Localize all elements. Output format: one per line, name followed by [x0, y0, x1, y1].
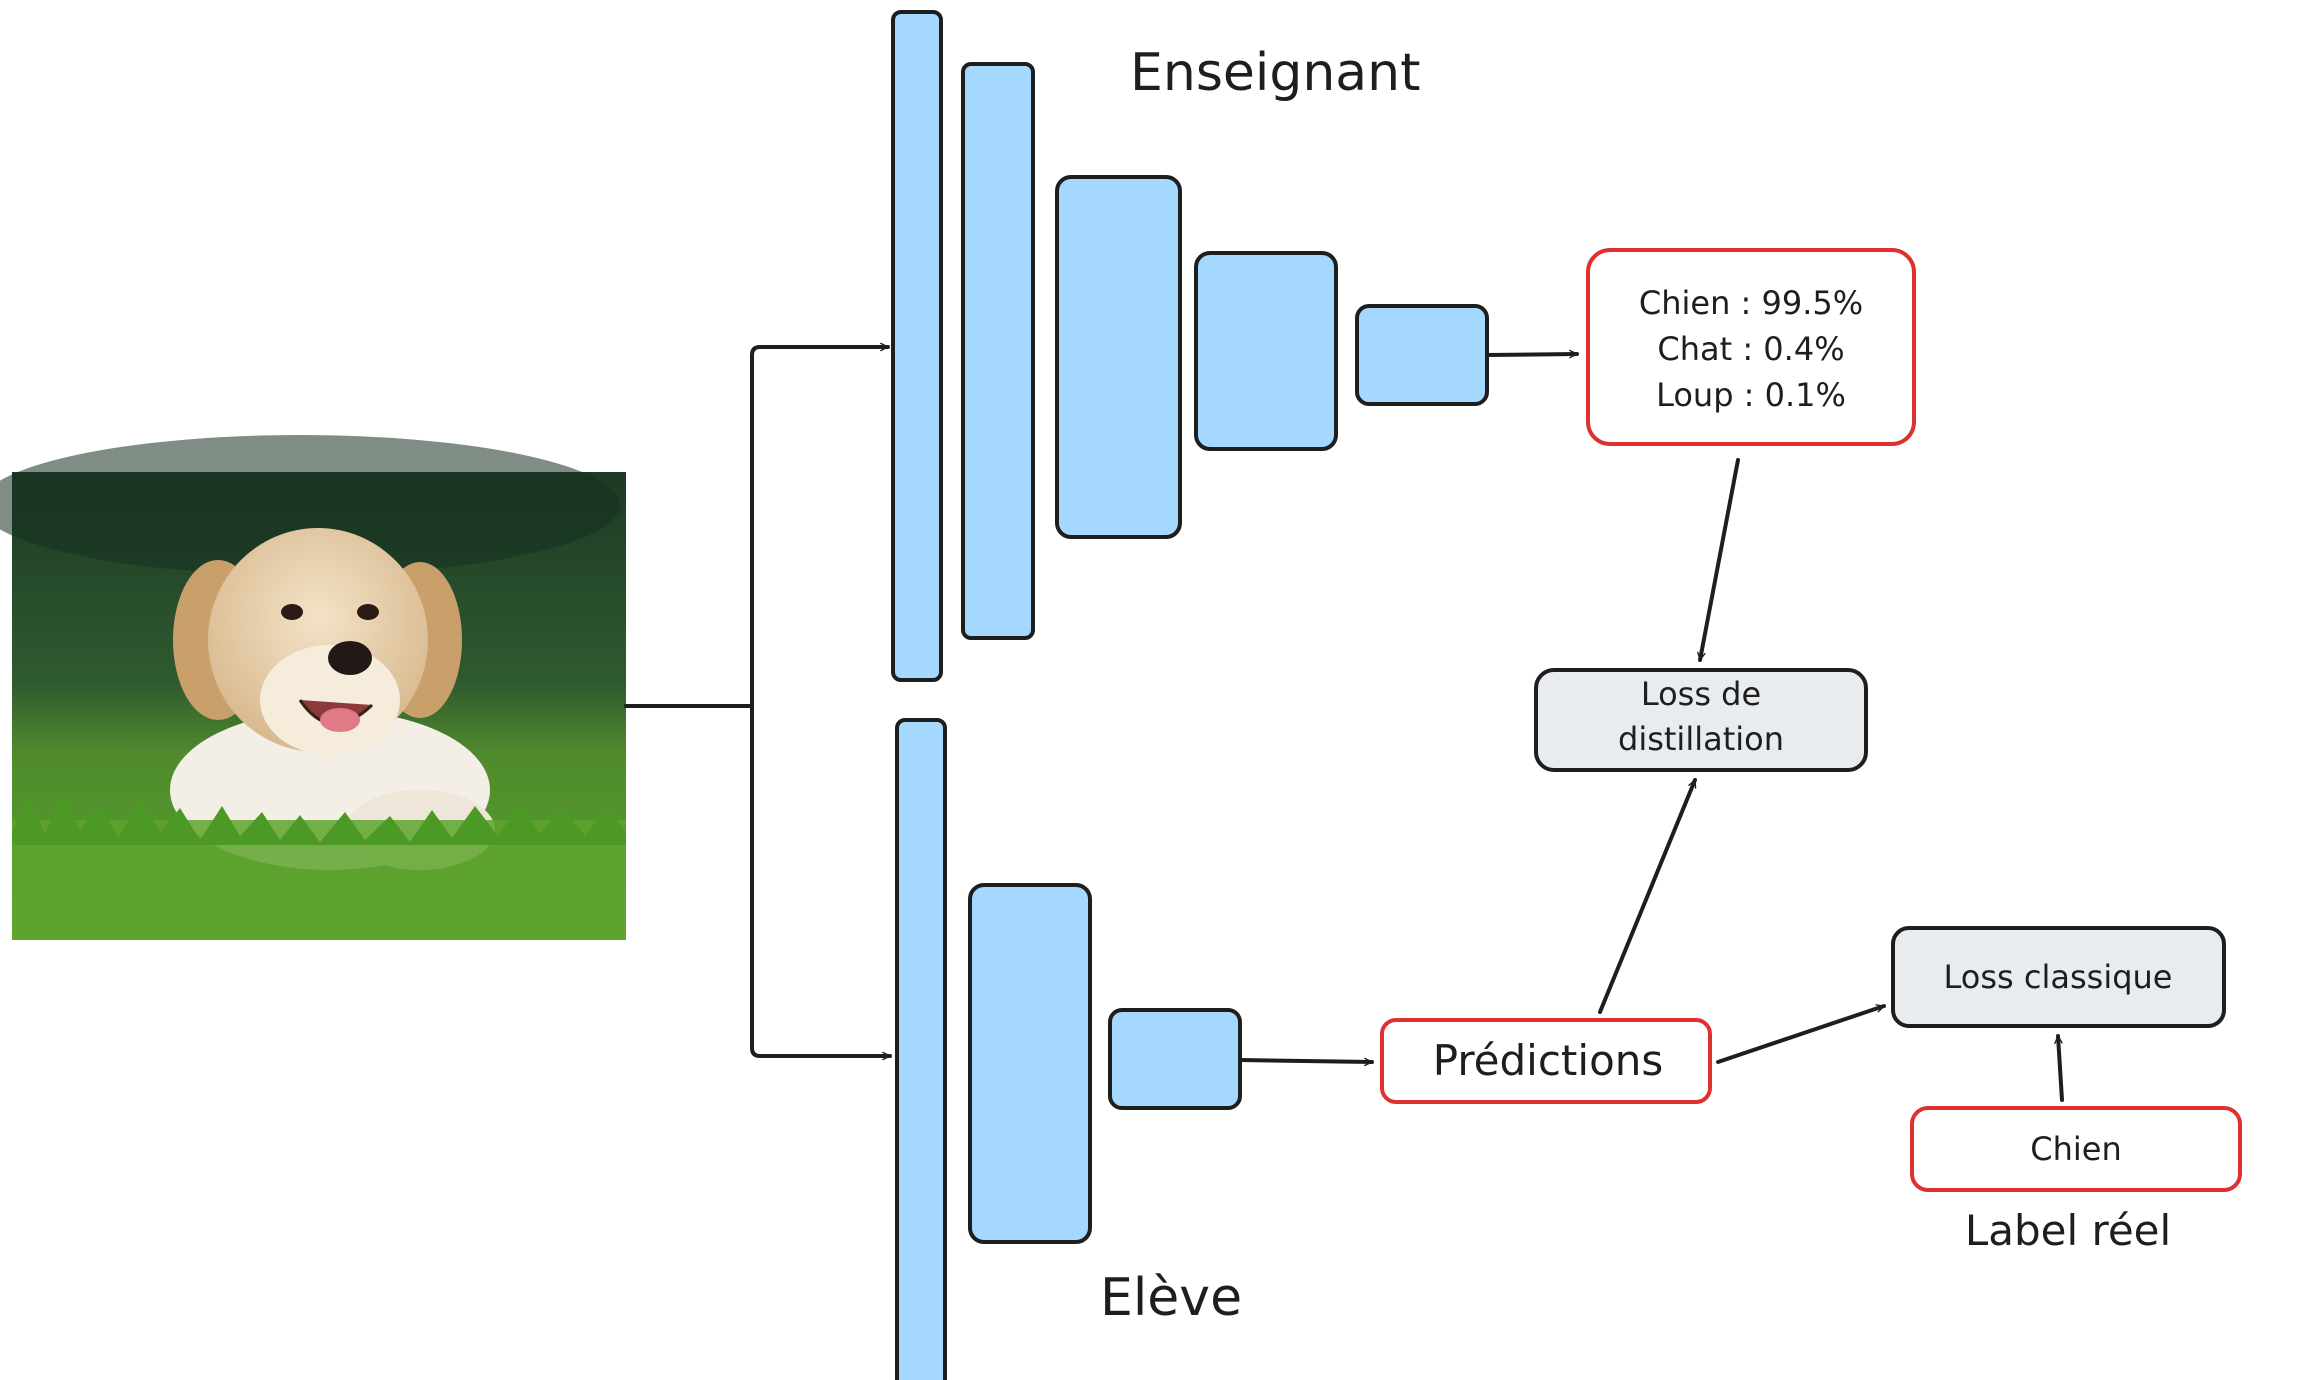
teacher-output-line-3: Loup : 0.1% [1656, 376, 1846, 414]
flow-arrows [1238, 349, 2064, 1102]
teacher-output-line-1: Chien : 99.5% [1639, 284, 1863, 322]
teacher-label: Enseignant [1130, 43, 1421, 103]
distillation-loss-line-1: Loss de [1641, 675, 1761, 713]
teacher-layer-4 [1194, 251, 1338, 451]
student-layer-3 [1108, 1008, 1242, 1110]
teacher-output-line-2: Chat : 0.4% [1657, 330, 1844, 368]
distillation-loss-line-2: distillation [1618, 720, 1784, 758]
predictions-box: Prédictions [1380, 1018, 1712, 1104]
teacher-network [891, 10, 1489, 682]
true-label-box: Chien [1910, 1106, 2242, 1192]
student-label: Elève [1100, 1268, 1242, 1328]
predictions-label: Prédictions [1433, 1036, 1664, 1085]
input-dog-photo [0, 435, 626, 940]
student-layer-2 [968, 883, 1092, 1244]
teacher-layer-1 [891, 10, 943, 682]
teacher-output-box: Chien : 99.5% Chat : 0.4% Loup : 0.1% [1586, 248, 1916, 446]
teacher-layer-5 [1355, 304, 1489, 406]
input-connectors [624, 342, 892, 1061]
teacher-layer-2 [961, 62, 1035, 640]
distillation-loss-box: Loss de distillation [1534, 668, 1868, 772]
student-layer-1 [895, 718, 947, 1380]
true-label-value: Chien [2030, 1130, 2121, 1168]
true-label-caption: Label réel [1965, 1206, 2171, 1255]
classic-loss-label: Loss classique [1944, 958, 2173, 996]
student-network [895, 718, 1242, 1380]
teacher-layer-3 [1055, 175, 1182, 539]
classic-loss-box: Loss classique [1891, 926, 2226, 1028]
